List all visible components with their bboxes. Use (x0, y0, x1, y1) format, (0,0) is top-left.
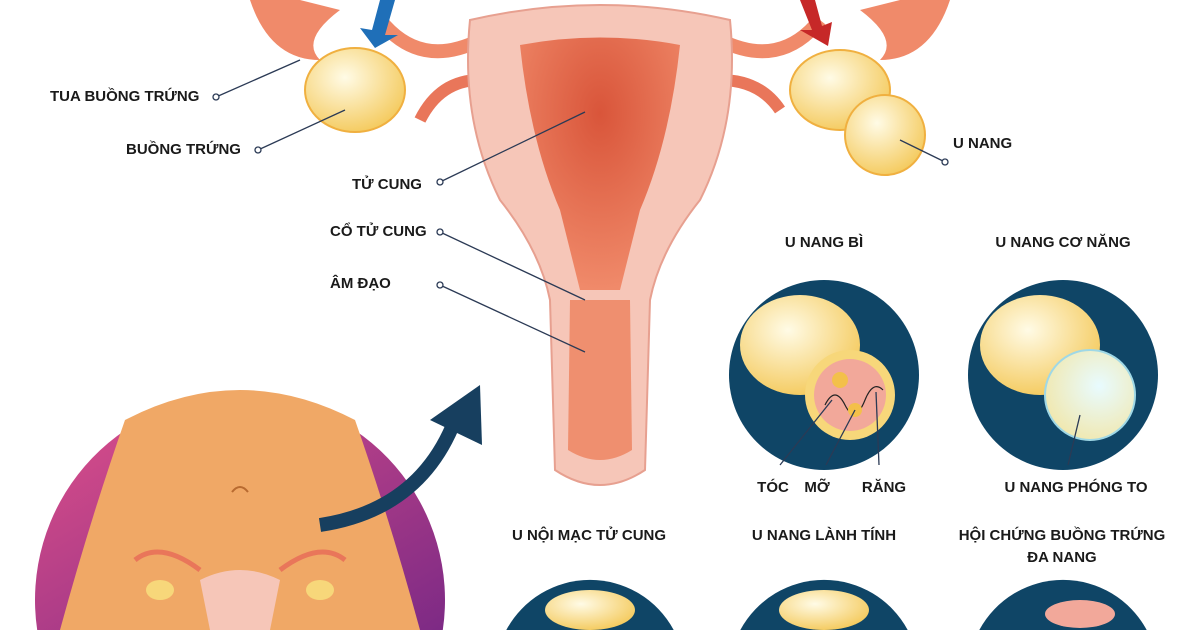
left-ovary (304, 47, 406, 133)
label-fat: MỠ (804, 478, 829, 496)
label-cervix: CỔ TỬ CUNG (330, 222, 427, 240)
red-arrow-icon (800, 0, 832, 46)
benign-cyst-circle (740, 579, 908, 630)
title-dermoid-cyst: U NANG BÌ (785, 234, 863, 251)
title-endometrioma: U NỘI MẠC TỬ CUNG (512, 526, 666, 544)
title-functional-cyst: U NANG CƠ NĂNG (995, 234, 1130, 251)
belly-illustration (34, 390, 445, 630)
title-pcos-line1: HỘI CHỨNG BUỒNG TRỨNG (959, 526, 1166, 544)
blue-arrow-icon (360, 0, 398, 48)
zoom-arrow-head-icon (430, 385, 482, 445)
cyst-shape (844, 94, 926, 176)
title-pcos-line2: ĐA NANG (1027, 549, 1096, 566)
right-ovary (789, 49, 926, 176)
label-cyst: U NANG (953, 135, 1012, 152)
pcos-circle (979, 579, 1147, 630)
label-teeth: RĂNG (862, 479, 906, 496)
title-benign-cyst: U NANG LÀNH TÍNH (752, 527, 896, 544)
endometrioma-circle (506, 579, 674, 630)
functional-cyst-circle (968, 280, 1158, 470)
label-ovary: BUỒNG TRỨNG (126, 140, 241, 158)
label-vagina: ÂM ĐẠO (330, 274, 391, 292)
label-fimbriae: TUA BUỒNG TRỨNG (50, 87, 199, 105)
label-hair: TÓC (757, 478, 789, 496)
label-enlarged-cyst: U NANG PHÓNG TO (1004, 478, 1147, 496)
uterus-illustration (467, 4, 733, 486)
zoom-arrow-icon (318, 417, 462, 532)
leader-lines (212, 59, 1081, 466)
label-uterus: TỬ CUNG (352, 175, 422, 193)
dermoid-cyst-circle (729, 280, 919, 470)
